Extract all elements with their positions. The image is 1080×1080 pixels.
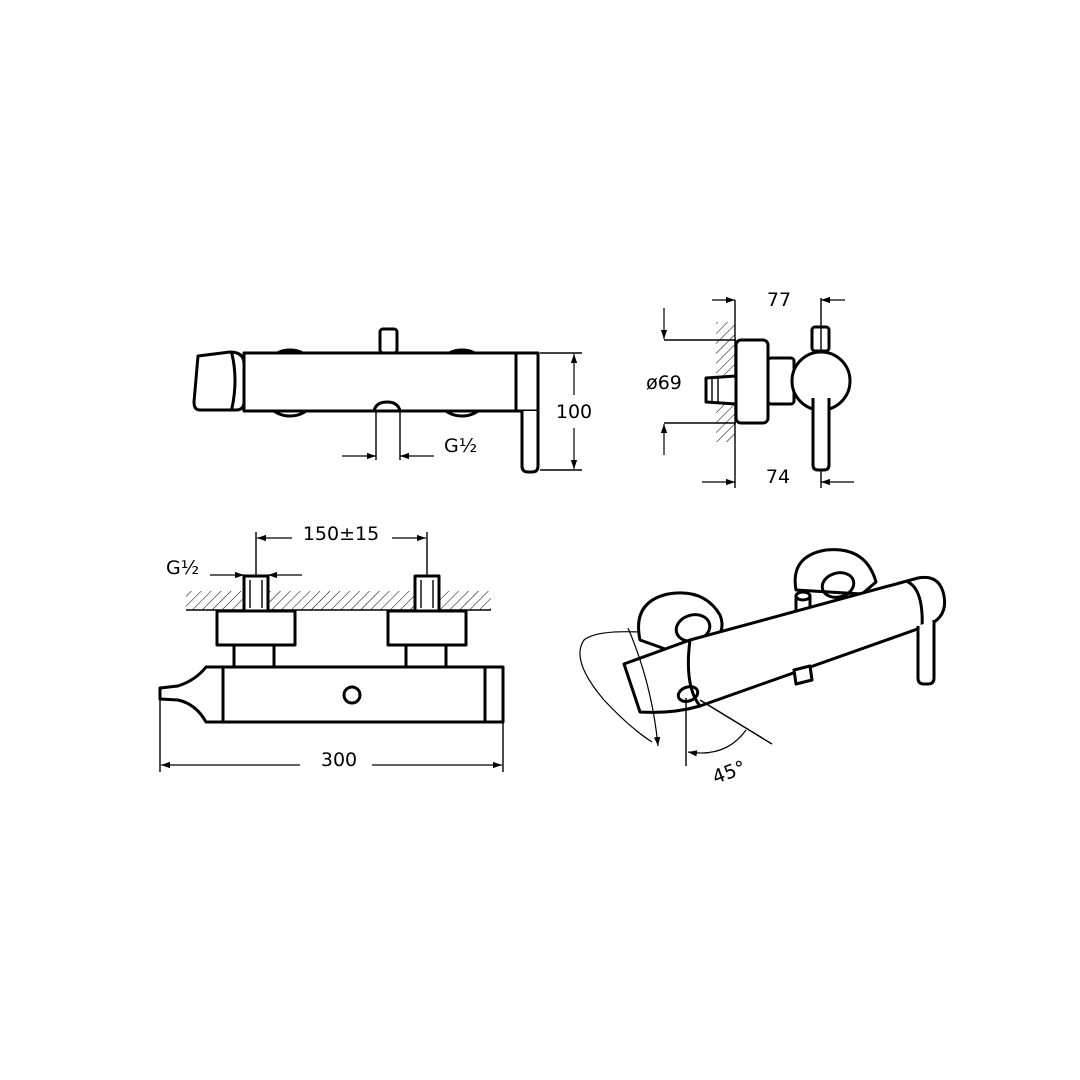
front-connector-left <box>232 643 276 669</box>
persp-angle-arc <box>687 729 747 757</box>
front-flange-left <box>215 609 297 647</box>
top-thread-label: G½ <box>444 435 477 457</box>
top-diverter-knob <box>378 327 399 355</box>
persp-lever <box>916 620 936 686</box>
side-inlet <box>704 374 738 406</box>
front-view: G½ 150±15 300 <box>158 523 505 772</box>
persp-rotation-arrow <box>627 627 661 747</box>
side-dim74-label: 74 <box>766 466 790 488</box>
top-end-cap <box>514 351 540 413</box>
front-wall-hatch <box>186 591 491 610</box>
side-view: 77 ø69 74 <box>646 289 854 488</box>
side-dim69-label: ø69 <box>646 372 682 394</box>
front-spout <box>158 665 225 724</box>
front-nipple-right <box>413 574 441 613</box>
front-connector-right <box>404 643 448 669</box>
top-spout <box>192 350 246 412</box>
top-spout-edge <box>230 352 237 410</box>
persp-flange-right-inner <box>820 571 856 599</box>
top-outlet-nub <box>372 400 402 413</box>
persp-knob-top <box>794 590 812 602</box>
front-nipple-left <box>242 574 270 613</box>
front-flange-right <box>386 609 468 647</box>
persp-spout-ring <box>676 685 700 703</box>
persp-outlet-nub <box>792 664 814 686</box>
persp-end-cap-line <box>906 580 924 632</box>
side-lever <box>811 398 831 472</box>
side-dim77-label: 77 <box>767 289 791 311</box>
top-height-label: 100 <box>556 401 592 423</box>
front-outlet-hole <box>342 685 362 705</box>
persp-spout <box>622 638 702 714</box>
front-length-label: 300 <box>321 749 357 771</box>
top-view: G½ 100 <box>192 327 592 474</box>
persp-rotation-arc <box>579 631 653 743</box>
persp-angle-label: 45° <box>710 757 749 789</box>
side-flange <box>734 338 770 425</box>
front-end-cap <box>483 665 505 724</box>
front-spacing-label: 150±15 <box>303 523 379 545</box>
front-main-body <box>221 665 487 724</box>
persp-angle-diagonal <box>699 699 773 745</box>
front-thread-label: G½ <box>166 557 199 579</box>
top-lever <box>520 411 540 474</box>
side-connector <box>766 356 796 406</box>
perspective-view: 45° <box>579 548 947 789</box>
